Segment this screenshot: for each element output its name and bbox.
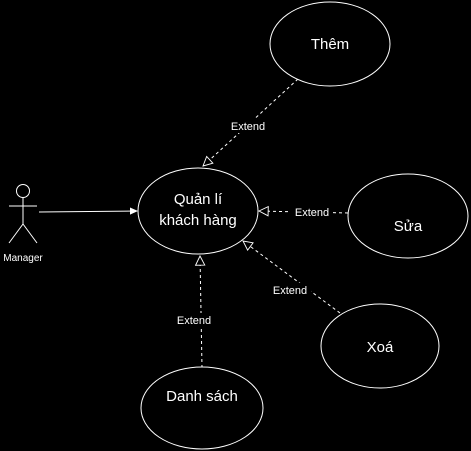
use-case-label-danh-sach: Danh sách bbox=[166, 388, 238, 405]
extend-label-sua: Extend bbox=[295, 207, 329, 219]
use-case-label-line2: khách hàng bbox=[159, 212, 237, 229]
use-case-danh-sach[interactable]: Danh sách bbox=[140, 366, 264, 450]
use-case-label-xoa: Xoá bbox=[367, 339, 394, 356]
use-case-xoa[interactable]: Xoá bbox=[320, 303, 440, 389]
extend-label-them: Extend bbox=[231, 121, 265, 133]
association-line bbox=[38, 211, 137, 212]
extend-edge-them: Extend bbox=[203, 78, 299, 166]
use-case-quan-li-khach-hang[interactable]: Quản lí khách hàng bbox=[137, 167, 259, 255]
actor-left-leg bbox=[8, 223, 24, 244]
use-case-sua[interactable]: Sửa bbox=[347, 173, 469, 259]
actor-manager[interactable]: Manager bbox=[3, 184, 43, 265]
extend-label-xoa: Extend bbox=[273, 285, 307, 297]
extend-label-danh-sach: Extend bbox=[177, 315, 211, 327]
use-case-them[interactable]: Thêm bbox=[269, 1, 391, 87]
actor-label: Manager bbox=[3, 253, 43, 264]
extend-edge-sua: Extend bbox=[259, 205, 349, 219]
extend-edge-danh-sach: Extend bbox=[173, 256, 215, 369]
use-case-label-them: Thêm bbox=[311, 36, 349, 53]
use-case-label-line1: Quản lí bbox=[174, 191, 223, 208]
use-case-label-sua: Sửa bbox=[394, 218, 423, 235]
extend-edge-xoa: Extend bbox=[243, 241, 341, 314]
actor-head bbox=[16, 184, 30, 198]
actor-right-leg bbox=[22, 223, 38, 244]
